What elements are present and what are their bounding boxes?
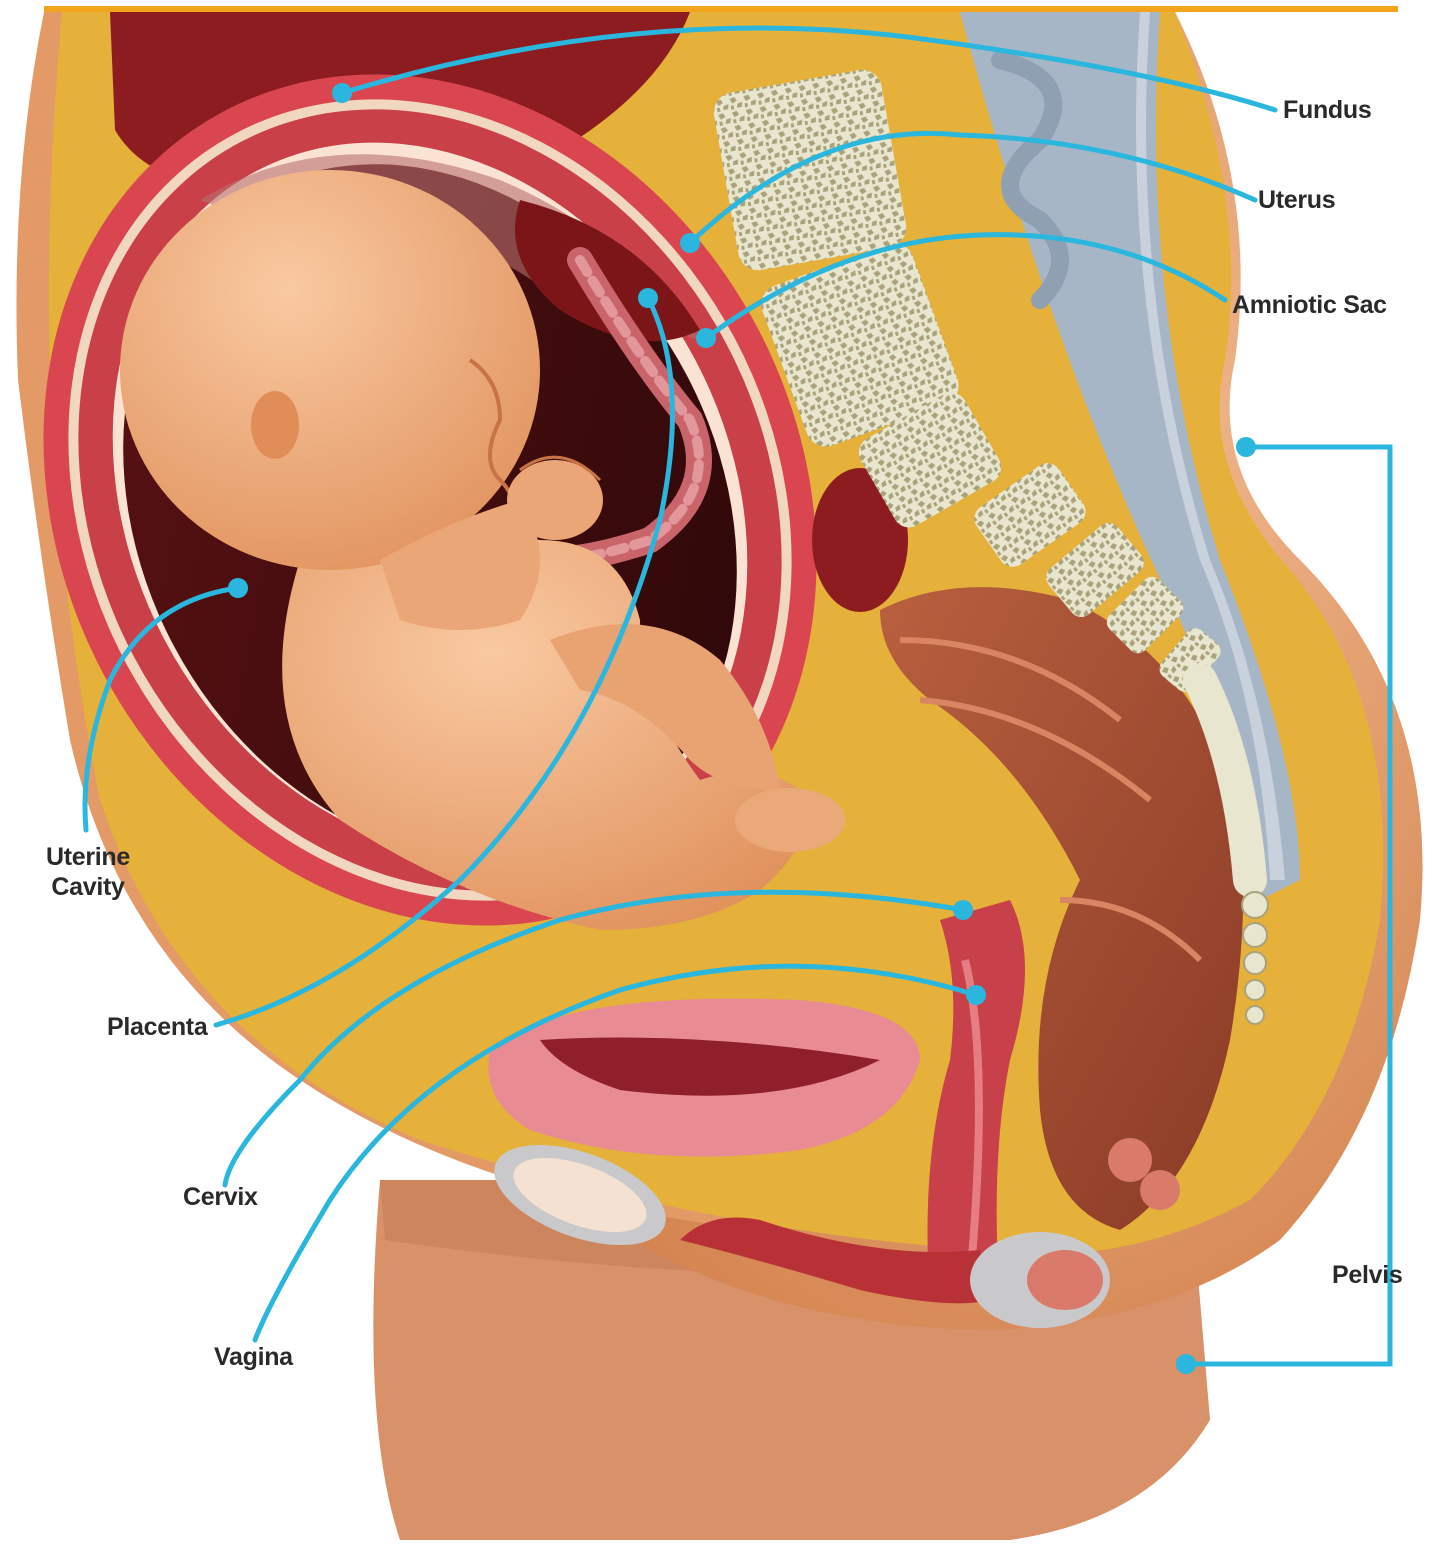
dot-fundus	[332, 83, 352, 103]
label-vagina: Vagina	[214, 1342, 293, 1372]
dot-cervix	[953, 900, 973, 920]
dot-pelvis-bottom	[1176, 1354, 1196, 1374]
dot-amniotic-sac	[696, 328, 716, 348]
label-cervix: Cervix	[183, 1182, 258, 1212]
dot-pelvis-top	[1236, 437, 1256, 457]
label-uterus: Uterus	[1258, 185, 1335, 215]
label-uterine-cavity: Uterine Cavity	[46, 842, 130, 902]
label-amniotic-sac: Amniotic Sac	[1232, 290, 1387, 320]
label-pelvis: Pelvis	[1332, 1260, 1402, 1290]
label-fundus: Fundus	[1283, 95, 1371, 125]
dot-placenta	[638, 288, 658, 308]
dot-uterine-cavity	[228, 578, 248, 598]
dot-uterus	[680, 233, 700, 253]
label-placenta: Placenta	[107, 1012, 207, 1042]
top-rule	[44, 6, 1398, 12]
dot-vagina	[966, 985, 986, 1005]
